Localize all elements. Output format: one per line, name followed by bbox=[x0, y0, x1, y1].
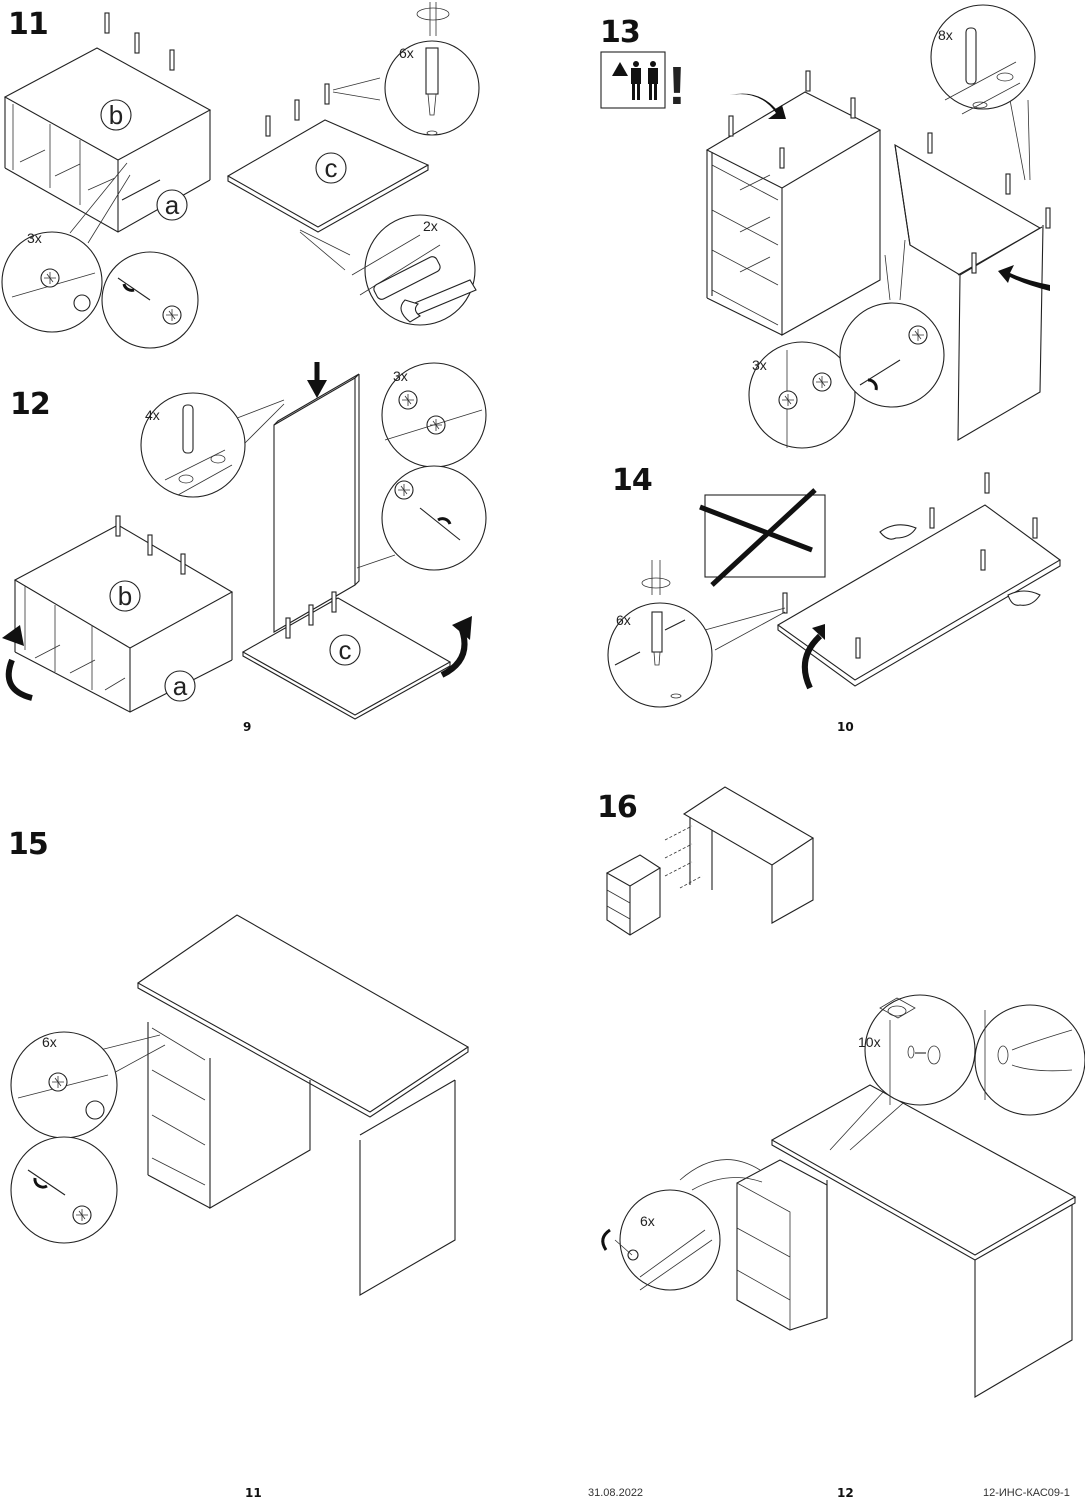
page-number-9: 9 bbox=[243, 720, 252, 734]
callout-6x-14: 6x bbox=[616, 612, 631, 628]
part-label-c: c bbox=[315, 152, 347, 184]
hand-icon bbox=[879, 524, 1041, 606]
step-number-15: 15 bbox=[8, 827, 49, 862]
svg-text:a: a bbox=[173, 671, 188, 701]
svg-text:c: c bbox=[339, 635, 352, 665]
part-label-a-12: a bbox=[164, 670, 196, 702]
warning-two-person-box: ! bbox=[600, 51, 686, 116]
detail-circle-screwdriver-13 bbox=[839, 302, 945, 408]
callout-8x: 8x bbox=[938, 27, 953, 43]
step-number-16: 16 bbox=[597, 790, 638, 825]
part-label-b: b bbox=[100, 99, 132, 131]
step-number-12: 12 bbox=[10, 387, 51, 422]
cross-out-icon bbox=[699, 488, 817, 587]
callout-2x: 2x bbox=[423, 218, 438, 234]
step-number-13: 13 bbox=[600, 15, 641, 50]
step-number-14: 14 bbox=[612, 463, 653, 498]
callout-4x-12: 4x bbox=[145, 407, 160, 423]
step-16-illustration: 10x 6x bbox=[601, 786, 1085, 1398]
step-13-illustration: ! 8x 3x bbox=[600, 4, 1051, 449]
callout-3x-13: 3x bbox=[752, 357, 767, 373]
callout-3x-12: 3x bbox=[393, 368, 408, 384]
detail-circle-dowel-13 bbox=[930, 4, 1036, 110]
page-number-10: 10 bbox=[837, 720, 854, 734]
step-14-illustration: 6x bbox=[607, 472, 1062, 708]
page-number-12: 12 bbox=[837, 1486, 854, 1500]
detail-circle-cover-cap bbox=[864, 994, 976, 1106]
svg-text:a: a bbox=[165, 190, 180, 220]
part-label-c-12: c bbox=[329, 634, 361, 666]
svg-text:b: b bbox=[109, 100, 123, 130]
callout-6x-16: 6x bbox=[640, 1213, 655, 1229]
footer-doc-code: 12-ИНС-КАС09-1 bbox=[983, 1487, 1070, 1499]
svg-text:b: b bbox=[118, 581, 132, 611]
warning-exclamation: ! bbox=[668, 56, 686, 116]
detail-circle-camlock-13 bbox=[748, 341, 856, 449]
step-number-11: 11 bbox=[8, 7, 49, 42]
part-label-a: a bbox=[156, 189, 188, 221]
incorrect-example bbox=[699, 488, 826, 587]
callout-10x: 10x bbox=[858, 1034, 881, 1050]
callout-6x-15: 6x bbox=[42, 1034, 57, 1050]
callout-3x: 3x bbox=[27, 230, 42, 246]
warning-triangle-icon bbox=[612, 62, 628, 76]
detail-circle-press-cap bbox=[974, 1004, 1085, 1116]
footer-date: 31.08.2022 bbox=[588, 1487, 644, 1499]
two-persons-icon bbox=[631, 61, 658, 100]
step-11-illustration: b a 3x c 6x bbox=[1, 2, 480, 349]
detail-circle-drawer-screw bbox=[619, 1189, 721, 1291]
callout-6x: 6x bbox=[399, 45, 414, 61]
step-15-illustration: 6x bbox=[10, 914, 470, 1296]
step-12-illustration: b a c 4x bbox=[2, 362, 487, 720]
detail-circle-screwdriver-15 bbox=[10, 1136, 118, 1244]
page-number-11: 11 bbox=[245, 1486, 262, 1500]
detail-circle-screwdriver-12 bbox=[381, 465, 487, 571]
part-label-b-12: b bbox=[109, 580, 141, 612]
svg-text:c: c bbox=[325, 153, 338, 183]
